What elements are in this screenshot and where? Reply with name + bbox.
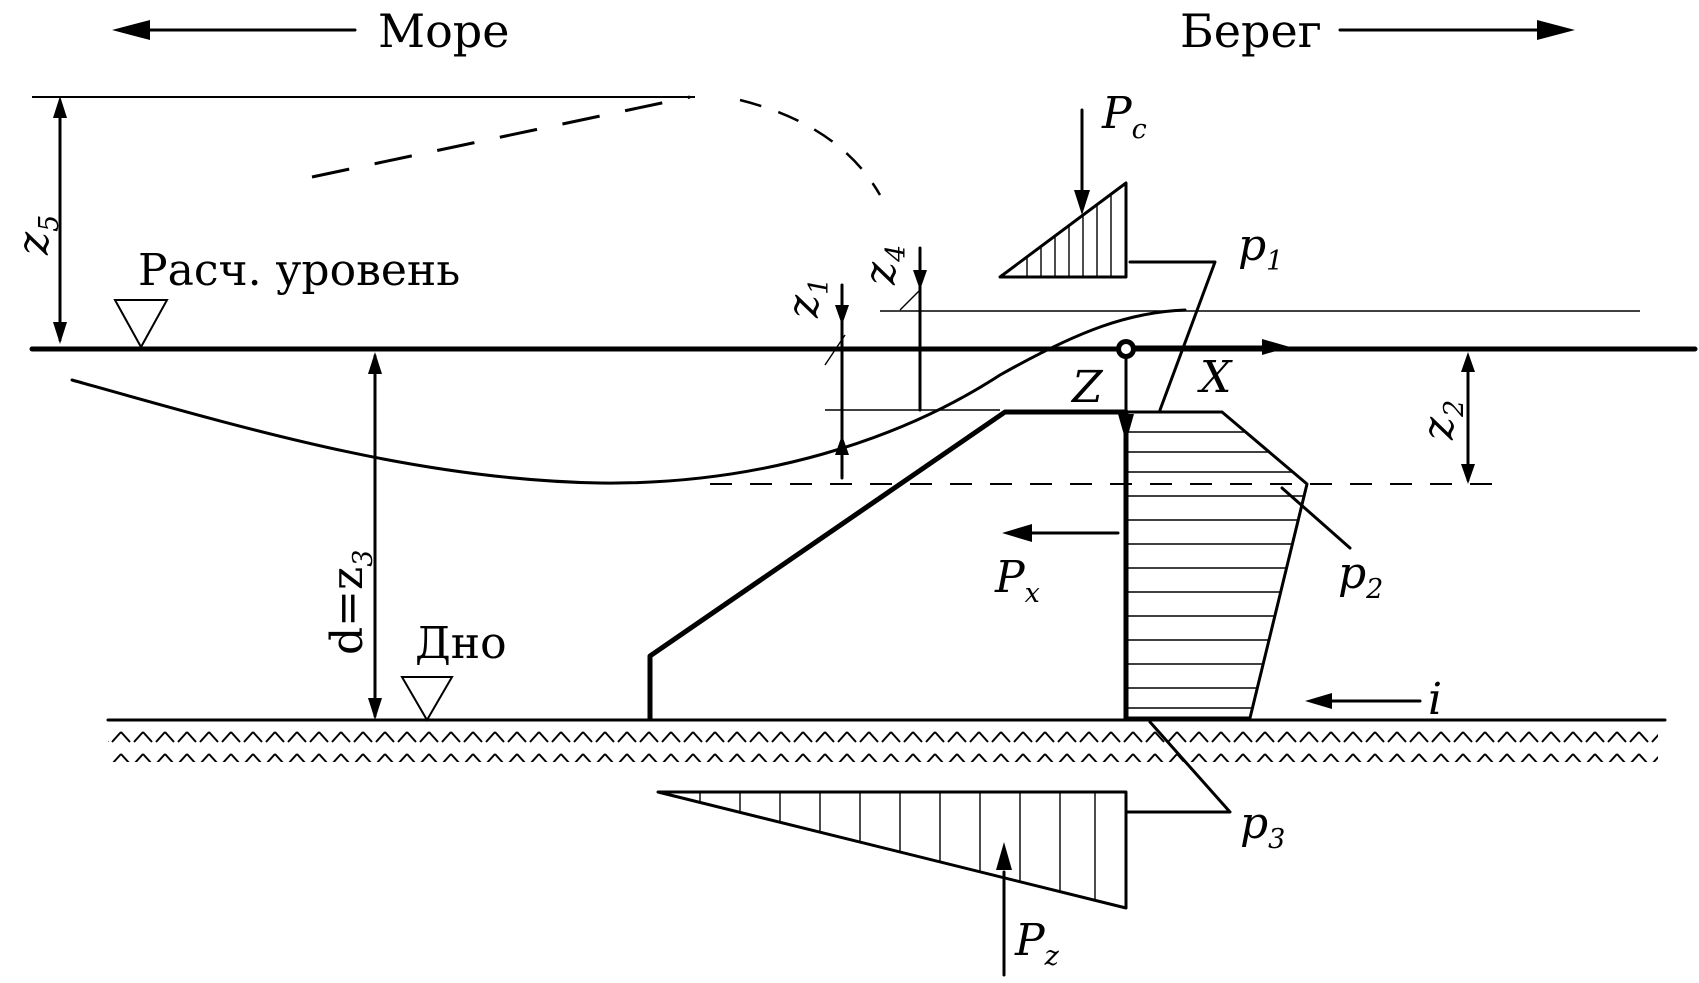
z5-dimension: z5 <box>8 96 67 344</box>
z2-dimension: z2 <box>1413 352 1475 484</box>
coordinate-axes: X Z <box>1070 339 1290 442</box>
pc-label: Pc <box>1101 88 1147 145</box>
pc-pressure-triangle: Pc <box>998 88 1147 279</box>
z2-label: z2 <box>1413 400 1470 441</box>
auxiliary-levels <box>710 310 1640 485</box>
sea-direction: Море <box>112 4 509 58</box>
px-force: Px <box>994 524 1120 609</box>
pz-label: Pz <box>1014 915 1060 972</box>
p1-pressure: p1 <box>1128 220 1283 412</box>
p3-label: p3 <box>1240 798 1285 855</box>
x-axis-label: X <box>1197 352 1233 403</box>
shore-direction: Берег <box>1180 4 1575 58</box>
design-level-label: Расч. уровень <box>138 245 460 296</box>
p2-label: p2 <box>1338 548 1383 605</box>
shore-label: Берег <box>1180 4 1322 58</box>
z4-label: z4 <box>855 245 912 286</box>
level-marker-icon <box>113 299 169 350</box>
wave-crest-dash <box>311 95 691 179</box>
bottom-label: Дно <box>415 618 507 669</box>
bottom-marker-icon <box>400 676 454 722</box>
pz-uplift-triangle: p3 Pz <box>656 720 1285 977</box>
z1-label: z1 <box>778 278 835 319</box>
sea-label: Море <box>378 4 509 58</box>
design-level: Расч. уровень <box>29 245 1698 352</box>
z3-label: d=z3 <box>322 550 379 655</box>
wave-crest <box>32 95 882 196</box>
breakwater <box>647 409 1129 721</box>
breaking-wave-dash <box>739 98 882 196</box>
wave-trough-curve <box>70 308 1187 485</box>
z4-dimension: z4 <box>855 245 927 412</box>
seaward-slope <box>647 409 1129 721</box>
p1-label: p1 <box>1238 220 1283 277</box>
p2-pressure-epure: p2 <box>1124 410 1383 720</box>
i-label: i <box>1428 674 1442 725</box>
z1-dimension: z1 <box>778 278 849 480</box>
px-label: Px <box>994 552 1040 609</box>
z5-label: z5 <box>8 215 65 256</box>
seabed: Дно <box>106 618 1667 762</box>
z3-dimension: d=z3 <box>322 352 382 720</box>
i-arrow: i <box>1305 674 1442 725</box>
z-axis-label: Z <box>1070 362 1104 413</box>
